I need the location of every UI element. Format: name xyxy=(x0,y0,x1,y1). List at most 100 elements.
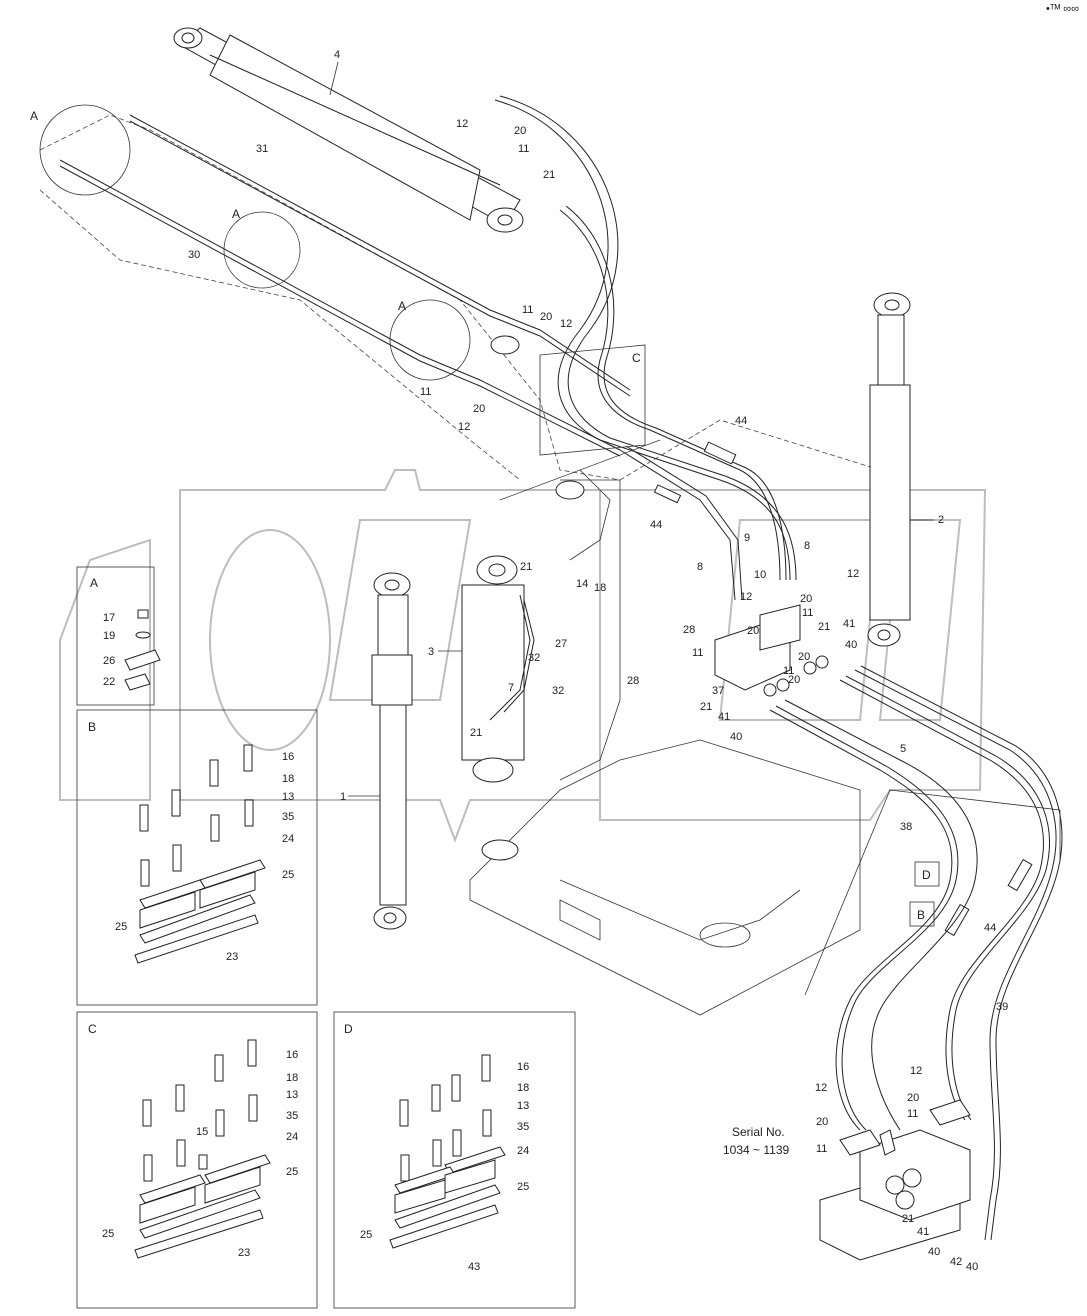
label-28: 28 xyxy=(627,675,639,687)
inset-b-23: 23 xyxy=(226,951,238,963)
label-40: 40 xyxy=(966,1261,978,1273)
label-7: 7 xyxy=(508,682,514,694)
label-a2: A xyxy=(232,207,240,221)
label-9: 9 xyxy=(744,532,750,544)
serial-info: Serial No. 1034 ~ 1139 xyxy=(723,1125,790,1157)
detail-box-c xyxy=(499,344,661,501)
inset-a-title: A xyxy=(90,576,98,590)
inset-d-25: 25 xyxy=(360,1229,372,1241)
inset-d-16: 16 xyxy=(517,1061,529,1073)
inset-b-title: B xyxy=(88,720,96,734)
inset-d-18: 18 xyxy=(517,1082,529,1094)
part-labels: 4 12 20 11 21 31 30 A A A 11 20 12 11 20… xyxy=(30,49,1008,1273)
label-39: 39 xyxy=(996,1001,1008,1013)
label-11: 11 xyxy=(420,386,431,398)
label-b: B xyxy=(917,908,925,922)
label-12: 12 xyxy=(815,1082,827,1094)
inset-b-13: 13 xyxy=(282,791,294,803)
label-12: 12 xyxy=(458,421,470,433)
label-11: 11 xyxy=(518,143,529,155)
inset-b-24: 24 xyxy=(282,833,294,845)
inset-b-16: 16 xyxy=(282,751,294,763)
inset-c-15: 15 xyxy=(196,1126,208,1138)
inset-b-bolts xyxy=(139,744,254,887)
label-11: 11 xyxy=(522,304,533,316)
inset-c-24: 24 xyxy=(286,1131,298,1143)
label-32: 32 xyxy=(528,652,540,664)
label-4: 4 xyxy=(334,49,340,61)
label-3: 3 xyxy=(428,646,434,658)
detail-box-db xyxy=(804,789,1061,996)
label-11: 11 xyxy=(692,647,703,659)
inset-a-26: 26 xyxy=(103,655,115,667)
label-8: 8 xyxy=(804,540,810,552)
label-12: 12 xyxy=(910,1065,922,1077)
label-42: 42 xyxy=(950,1256,962,1268)
inset-d-43: 43 xyxy=(468,1261,480,1273)
label-21: 21 xyxy=(700,701,712,713)
inset-d: D 16 18 13 35 24 25 25 43 xyxy=(333,1011,576,1309)
arm-hoses xyxy=(494,95,797,601)
label-20: 20 xyxy=(747,625,759,637)
label-41: 41 xyxy=(843,618,855,630)
label-20: 20 xyxy=(798,651,810,663)
label-21: 21 xyxy=(543,169,555,181)
inset-a-22: 22 xyxy=(103,676,115,688)
label-30: 30 xyxy=(188,249,200,261)
cylinder-1 xyxy=(371,572,413,930)
label-40: 40 xyxy=(928,1246,940,1258)
boom-cylinder-4 xyxy=(173,27,524,233)
machine-frame xyxy=(39,114,881,1016)
label-11: 11 xyxy=(816,1143,827,1155)
label-31: 31 xyxy=(256,143,268,155)
label-a3: A xyxy=(398,299,406,313)
label-20: 20 xyxy=(473,403,485,415)
inset-c-title: C xyxy=(88,1022,97,1036)
label-21: 21 xyxy=(902,1213,914,1225)
label-d: D xyxy=(922,868,931,882)
label-10: 10 xyxy=(754,569,766,581)
label-38: 38 xyxy=(900,821,912,833)
label-20: 20 xyxy=(816,1116,828,1128)
label-20: 20 xyxy=(514,125,526,137)
label-c: C xyxy=(632,351,641,365)
serial-range: 1034 ~ 1139 xyxy=(723,1143,790,1157)
inset-a: A 17 19 26 22 xyxy=(76,566,161,706)
inset-c: C 16 18 13 35 24 15 25 25 23 xyxy=(76,1011,318,1309)
inset-d-title: D xyxy=(344,1022,353,1036)
label-18: 18 xyxy=(594,582,606,594)
inset-c-16: 16 xyxy=(286,1049,298,1061)
label-20: 20 xyxy=(788,674,800,686)
inset-d-13: 13 xyxy=(517,1100,529,1112)
inset-a-19: 19 xyxy=(103,630,115,642)
label-41: 41 xyxy=(917,1226,929,1238)
label-21: 21 xyxy=(470,727,482,739)
inset-b-25: 25 xyxy=(282,869,294,881)
inset-c-35: 35 xyxy=(286,1110,298,1122)
label-21: 21 xyxy=(818,621,830,633)
label-20: 20 xyxy=(800,593,812,605)
label-41: 41 xyxy=(718,711,730,723)
label-a1: A xyxy=(30,109,38,123)
label-1: 1 xyxy=(340,791,346,803)
corner-mark: •ᵀᴹ ∞∞ xyxy=(1046,3,1079,15)
inset-b-35: 35 xyxy=(282,811,294,823)
inset-b-18: 18 xyxy=(282,773,294,785)
label-37: 37 xyxy=(712,685,724,697)
arm-cylinder-2 xyxy=(867,292,911,647)
valve-block-37 xyxy=(714,604,829,697)
inset-c-23: 23 xyxy=(238,1247,250,1259)
cylinder-3 xyxy=(461,555,535,783)
label-27: 27 xyxy=(555,638,567,650)
lower-hoses xyxy=(769,665,1063,1241)
label-21: 21 xyxy=(520,561,532,573)
inset-b-25: 25 xyxy=(115,921,127,933)
label-44: 44 xyxy=(650,519,662,531)
label-11: 11 xyxy=(907,1108,918,1120)
inset-d-25: 25 xyxy=(517,1181,529,1193)
label-8: 8 xyxy=(697,561,703,573)
label-40: 40 xyxy=(845,639,857,651)
control-valve xyxy=(819,1099,971,1261)
label-12: 12 xyxy=(847,568,859,580)
